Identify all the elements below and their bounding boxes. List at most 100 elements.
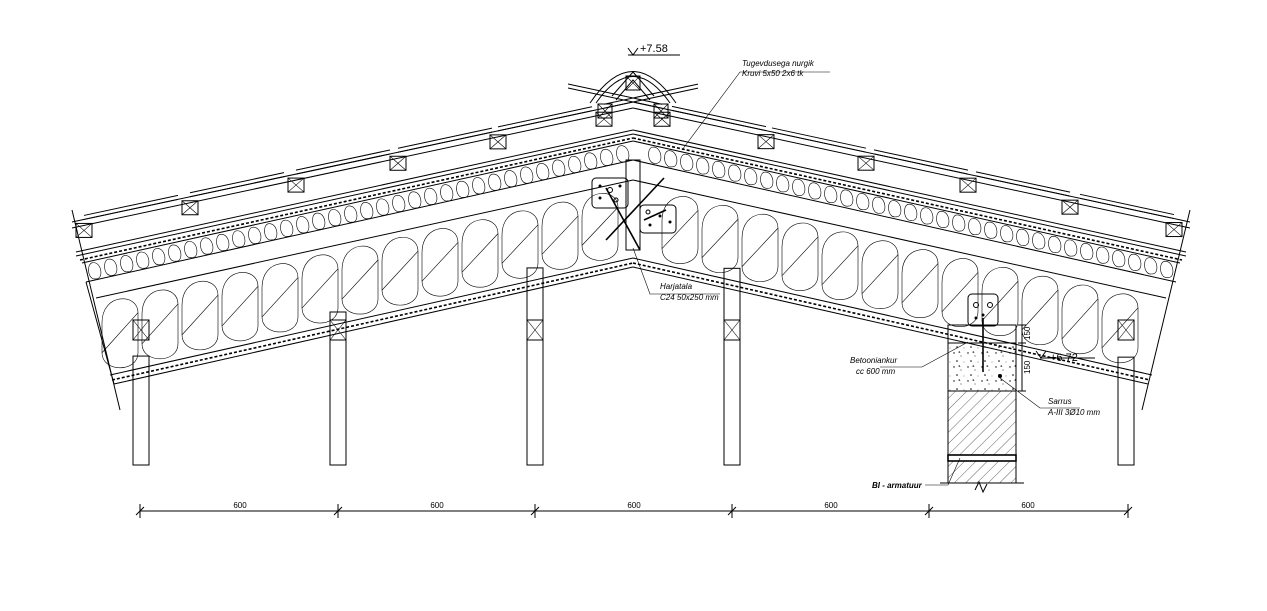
insulation-loop-small	[712, 161, 726, 178]
batten-box	[1061, 199, 1079, 215]
stud-block	[526, 319, 544, 341]
left-roof-slope	[71, 101, 634, 411]
insulation-loop-line	[821, 245, 859, 285]
batten-cross	[959, 177, 977, 193]
stud-cross	[132, 319, 150, 341]
tile-edge	[497, 106, 593, 128]
insulation-loop-line	[861, 254, 899, 294]
stud-block	[1117, 319, 1135, 341]
tile-edge	[397, 131, 493, 153]
upper-insulation-layer	[88, 145, 1174, 280]
insulation-loop-small	[1032, 232, 1046, 250]
tile-edge	[873, 149, 969, 171]
dimension-tick-slash	[1123, 506, 1133, 516]
insulation-loop-line	[421, 242, 459, 282]
wall-studs	[132, 267, 1135, 466]
right-roof-slope	[632, 101, 1191, 411]
insulation-loop-line	[461, 233, 499, 273]
insulation-loop-small	[1016, 229, 1030, 246]
insulation-loop-small	[1048, 236, 1062, 253]
insulation-loop-small	[344, 205, 358, 223]
tile-edge	[83, 198, 179, 220]
batten-cross	[595, 111, 613, 127]
ridge-elevation: +7.58	[640, 43, 668, 55]
insulation-loop-small	[792, 179, 806, 196]
insulation-loop-small	[1112, 250, 1126, 268]
insulation-loop-small	[440, 184, 454, 202]
insulation-loop-large	[981, 267, 1019, 336]
insulation-loop-line	[101, 312, 139, 353]
batten-box	[389, 155, 407, 171]
stud-block	[132, 319, 150, 341]
reinforcement-label: BI - armatuur	[872, 481, 923, 490]
insulation-loop-small	[520, 166, 534, 184]
insulation-loop-small	[1064, 239, 1078, 257]
eave-elevation-marker: +6.72	[1035, 350, 1095, 364]
insulation-loop-small	[760, 171, 774, 189]
tile-edge	[295, 149, 391, 171]
dimension-label: 600	[233, 501, 247, 510]
insulation-loop-small	[1128, 253, 1142, 271]
insulation-loop-large	[701, 205, 739, 273]
insulation-loop-small	[1096, 246, 1110, 264]
insulation-loop-small	[1160, 261, 1174, 278]
insulation-loop-large	[821, 231, 859, 300]
insulation-loop-line	[741, 227, 779, 267]
insulation-loop-small	[392, 195, 406, 212]
stud-block	[329, 319, 347, 341]
tile-edge	[975, 175, 1071, 197]
insulation-loop-large	[781, 222, 819, 291]
ridge-elevation-marker: +7.58	[627, 43, 680, 56]
insulation-loop-small	[680, 154, 694, 171]
insulation-loop-small	[488, 173, 502, 191]
insulation-loop-line	[1061, 298, 1099, 339]
insulation-loop-small	[184, 241, 198, 258]
tile-edge	[603, 83, 699, 105]
insulation-loop-large	[1021, 276, 1059, 345]
batten-cross	[857, 155, 875, 171]
insulation-loop-large	[341, 245, 379, 315]
insulation-loop-line	[541, 215, 579, 255]
insulation-loop-small	[584, 152, 598, 170]
insulation-loop-small	[1000, 225, 1014, 243]
insulation-loop-small	[152, 248, 166, 265]
insulation-loop-small	[424, 188, 438, 205]
insulation-loop-small	[920, 207, 934, 225]
stud-cross	[329, 319, 347, 341]
insulation-loop-line	[981, 281, 1019, 321]
stud	[526, 267, 544, 466]
insulation-loop-line	[381, 250, 419, 291]
insulation-loop-small	[360, 202, 374, 219]
insulation-loop-small	[248, 227, 262, 244]
insulation-loop-small	[904, 204, 918, 221]
ridge-beam	[591, 159, 677, 251]
insulation-loop-small	[376, 198, 390, 216]
tile-edge	[567, 87, 663, 109]
batten-box	[959, 177, 977, 193]
insulation-loop-small	[328, 209, 342, 226]
insulation-loop-line	[181, 294, 219, 336]
stud-cross	[723, 319, 741, 341]
insulation-loop-line	[341, 259, 379, 300]
wall-dim-upper: 150	[1023, 326, 1032, 340]
insulation-loop-small	[104, 258, 118, 276]
batten-box	[757, 134, 775, 150]
batten-cross	[181, 200, 199, 215]
tile-edge	[397, 127, 493, 149]
insulation-loop-line	[781, 236, 819, 276]
batten-cross	[389, 156, 407, 171]
tile-edge	[189, 172, 285, 194]
insulation-loop-small	[472, 177, 486, 195]
ridge-cap	[589, 71, 677, 119]
batten-box	[1165, 222, 1183, 238]
dimension-label: 600	[627, 501, 641, 510]
dimension-tick-slash	[333, 506, 343, 516]
batten-cross	[653, 112, 671, 127]
dimension-line: 600 600 600 600 600	[135, 501, 1133, 518]
batten-cross	[1165, 222, 1183, 237]
tile-edge	[671, 105, 767, 128]
insulation-loop-large	[381, 237, 419, 306]
insulation-loop-large	[421, 228, 459, 297]
dimension-tick-slash	[530, 506, 540, 516]
tile-edge	[1079, 197, 1175, 220]
